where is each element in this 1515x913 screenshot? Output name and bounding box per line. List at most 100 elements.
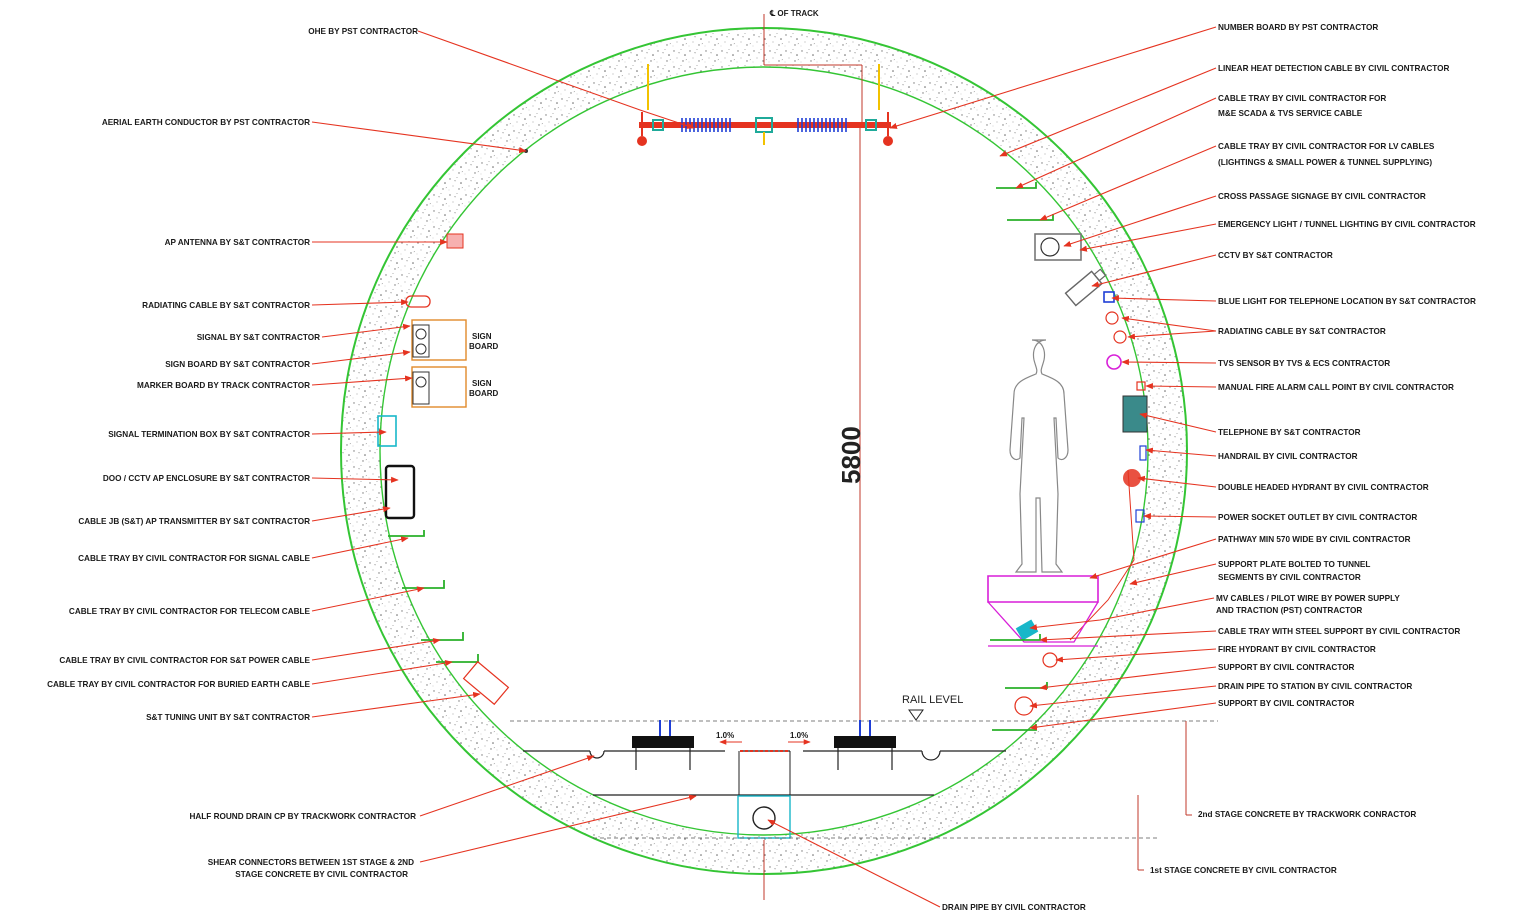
leader-tray-signal	[311, 536, 409, 559]
leader-half-round	[419, 755, 595, 817]
leader-drain-station	[1029, 685, 1217, 709]
leader-cross-passage	[1063, 195, 1217, 247]
callout-drain-pipe: DRAIN PIPE BY CIVIL CONTRACTOR	[942, 903, 1086, 912]
callout-mv-cables-1: MV CABLES / PILOT WIRE BY POWER SUPPLY	[1216, 594, 1400, 603]
fire-hydrant	[1042, 652, 1058, 668]
tray-lv	[1007, 214, 1054, 221]
tunnel-lining	[340, 27, 1188, 875]
tray-signal	[388, 530, 425, 537]
callout-support-2: SUPPORT BY CIVIL CONTRACTOR	[1218, 699, 1355, 708]
callout-number-board: NUMBER BOARD BY PST CONTRACTOR	[1218, 23, 1378, 32]
leader-lines	[311, 26, 1217, 908]
bottom-callouts: HALF ROUND DRAIN CP BY TRACKWORK CONTRAC…	[189, 810, 1416, 912]
callout-support-1: SUPPORT BY CIVIL CONTRACTOR	[1218, 663, 1355, 672]
rail-right	[834, 720, 896, 770]
callout-first-stage: 1st STAGE CONCRETE BY CIVIL CONTRACTOR	[1150, 866, 1337, 875]
leader-number-board	[889, 26, 1217, 129]
lining-concrete	[340, 28, 1187, 874]
lining-inner-edge	[379, 66, 1149, 836]
callout-marker-board: MARKER BOARD BY TRACK CONTRACTOR	[137, 381, 310, 390]
right-wall-equipment	[987, 182, 1148, 731]
callout-blue-light: BLUE LIGHT FOR TELEPHONE LOCATION BY S&T…	[1218, 297, 1476, 306]
leader-support-plate	[1129, 563, 1217, 586]
leader-tray-telecom	[311, 586, 425, 612]
radiating-cable-right-1	[1105, 311, 1119, 325]
callout-tray-signal: CABLE TRAY BY CIVIL CONTRACTOR FOR SIGNA…	[78, 554, 310, 563]
rail-left	[632, 720, 694, 770]
callout-doo-cctv: DOO / CCTV AP ENCLOSURE BY S&T CONTRACTO…	[103, 474, 310, 483]
leader-sign-board	[311, 349, 411, 365]
callout-manual-call-point: MANUAL FIRE ALARM CALL POINT BY CIVIL CO…	[1218, 383, 1454, 392]
sign-board-1-line1: SIGN	[472, 332, 492, 341]
leader-support-2	[1029, 702, 1217, 731]
leader-radiating-left	[311, 299, 409, 306]
callout-ap-antenna: AP ANTENNA BY S&T CONTRACTOR	[165, 238, 310, 247]
half-round-drains	[589, 750, 941, 761]
ohe-assembly	[637, 64, 893, 146]
callout-signal: SIGNAL BY S&T CONTRACTOR	[197, 333, 320, 342]
manual-call-point	[1136, 381, 1146, 391]
leader-signal	[321, 323, 411, 338]
callout-support-plate-1: SUPPORT PLATE BOLTED TO TUNNEL	[1218, 560, 1370, 569]
callout-pathway: PATHWAY MIN 570 WIDE BY CIVIL CONTRACTOR	[1218, 535, 1411, 544]
callout-fire-hydrant: FIRE HYDRANT BY CIVIL CONTRACTOR	[1218, 645, 1376, 654]
callout-shear-connectors-1: SHEAR CONNECTORS BETWEEN 1ST STAGE & 2ND	[208, 858, 414, 867]
leader-tray-steel	[1039, 630, 1217, 643]
track-centreline-label: ℄ OF TRACK	[769, 9, 819, 18]
emergency-light	[1040, 237, 1060, 257]
handrail	[1139, 445, 1147, 461]
leader-telephone	[1139, 412, 1217, 433]
doo-cctv-enclosure	[384, 464, 416, 520]
callout-half-round-drain: HALF ROUND DRAIN CP BY TRACKWORK CONTRAC…	[189, 812, 416, 821]
callout-cable-jb: CABLE JB (S&T) AP TRANSMITTER BY S&T CON…	[78, 517, 310, 526]
leader-support-1	[1039, 666, 1217, 691]
callout-aerial-earth: AERIAL EARTH CONDUCTOR BY PST CONTRACTOR	[102, 118, 310, 127]
leader-lhd	[999, 67, 1217, 157]
pathway-platform	[987, 575, 1099, 603]
callout-handrail: HANDRAIL BY CIVIL CONTRACTOR	[1218, 452, 1358, 461]
callout-drain-pipe-station: DRAIN PIPE TO STATION BY CIVIL CONTRACTO…	[1218, 682, 1412, 691]
radiating-cable-right-2	[1113, 330, 1127, 344]
callout-lhd-cable: LINEAR HEAT DETECTION CABLE BY CIVIL CON…	[1218, 64, 1449, 73]
leader-tray-st-power	[311, 638, 441, 661]
hydrant-pipe	[1069, 469, 1135, 641]
leader-doo-cctv	[311, 476, 399, 483]
signal-box-1: SIGN BOARD	[411, 319, 499, 361]
right-callouts: NUMBER BOARD BY PST CONTRACTOR LINEAR HE…	[1216, 23, 1476, 708]
callout-tray-telecom: CABLE TRAY BY CIVIL CONTRACTOR FOR TELEC…	[69, 607, 311, 616]
support-lower	[992, 724, 1037, 731]
callout-tray-st-power: CABLE TRAY BY CIVIL CONTRACTOR FOR S&T P…	[59, 656, 310, 665]
tray-scada	[996, 182, 1037, 189]
insulator-right	[797, 118, 847, 132]
callout-power-socket: POWER SOCKET OUTLET BY CIVIL CONTRACTOR	[1218, 513, 1417, 522]
ap-antenna	[446, 233, 464, 249]
leader-radiating-right-2	[1127, 330, 1217, 340]
leader-term-box	[311, 429, 387, 436]
callout-tray-lv-2: (LIGHTINGS & SMALL POWER & TUNNEL SUPPLY…	[1218, 158, 1432, 167]
sign-board-1-line2: BOARD	[469, 342, 499, 351]
double-headed-hydrant	[1123, 469, 1141, 487]
callout-cross-passage: CROSS PASSAGE SIGNAGE BY CIVIL CONTRACTO…	[1218, 192, 1426, 201]
callout-mv-cables-2: AND TRACTION (PST) CONTRACTOR	[1216, 606, 1362, 615]
callout-tray-scada-2: M&E SCADA & TVS SERVICE CABLE	[1218, 109, 1363, 118]
leader-cctv	[1091, 254, 1217, 288]
leader-tuning	[311, 691, 481, 718]
leader-socket	[1143, 513, 1217, 520]
track-centreline: ℄ OF TRACK	[763, 9, 862, 900]
leader-fire-hydrant	[1055, 648, 1217, 663]
tray-telecom	[402, 580, 445, 589]
callout-double-hydrant: DOUBLE HEADED HYDRANT BY CIVIL CONTRACTO…	[1218, 483, 1429, 492]
callout-shear-connectors-2: STAGE CONCRETE BY CIVIL CONTRACTOR	[235, 870, 408, 879]
leader-tray-scada	[1015, 97, 1217, 189]
ohe-cantilever	[639, 122, 891, 128]
callout-tray-buried-earth: CABLE TRAY BY CIVIL CONTRACTOR FOR BURIE…	[47, 680, 310, 689]
number-board-left	[637, 136, 647, 146]
leader-cable-jb	[311, 506, 391, 522]
callout-second-stage: 2nd STAGE CONCRETE BY TRACKWORK CONRACTO…	[1198, 810, 1416, 819]
leader-tvs	[1121, 358, 1217, 366]
sign-board-2-line2: BOARD	[469, 389, 499, 398]
leader-shear	[419, 794, 697, 863]
leader-mv-cables	[1029, 597, 1215, 631]
slope-left-label: 1.0%	[716, 731, 734, 740]
leader-ohe	[417, 30, 695, 129]
